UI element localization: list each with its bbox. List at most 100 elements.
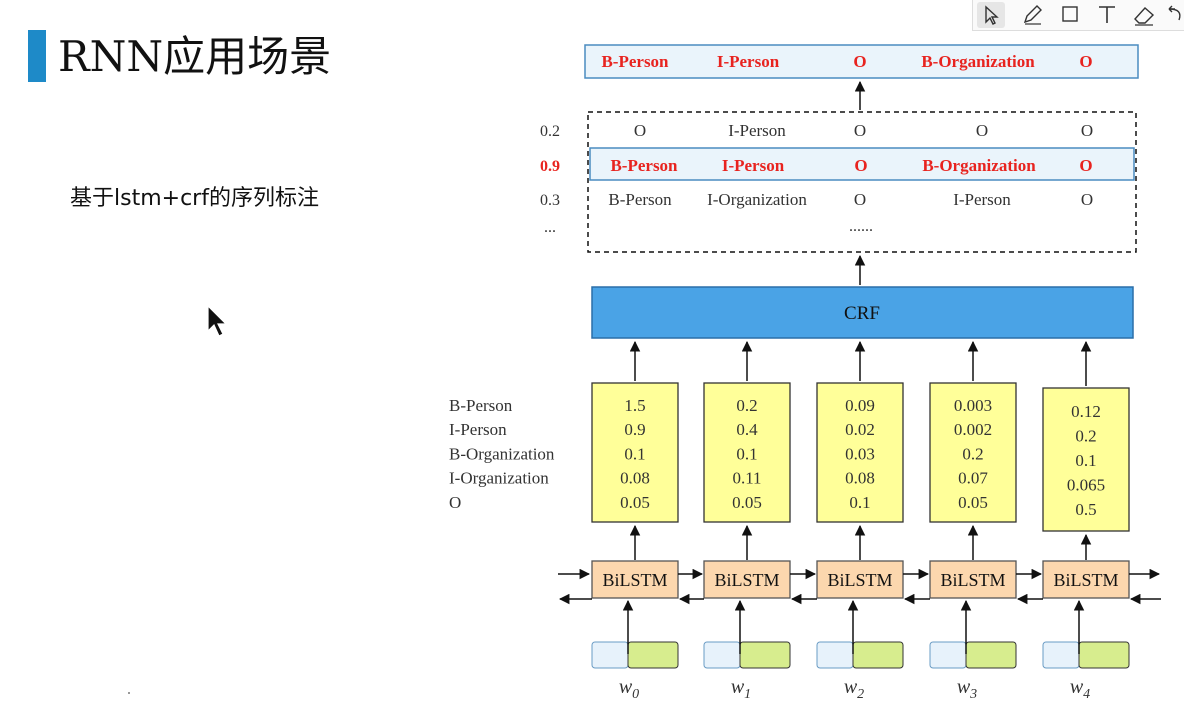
embedding-right [965,641,1017,669]
output-tag: O [1079,52,1092,71]
emission-score: 1.5 [624,396,645,415]
emission-score-box [591,382,679,523]
emission-score: 0.03 [845,444,875,463]
output-tag: O [853,52,866,71]
candidate-tag: B-Organization [922,156,1036,175]
select-icon[interactable] [985,5,999,25]
emission-score-box [816,382,904,523]
word-token: w1 [731,676,751,702]
candidate-score: 0.9 [540,158,560,175]
emission-score-box [1042,387,1130,532]
embedding-left [816,641,854,669]
emission-score: 0.1 [736,444,757,463]
bilstm-cell [816,560,904,599]
emission-score: 0.11 [732,469,761,488]
emission-score: 0.2 [736,396,757,415]
embedding-left [703,641,741,669]
bilstm-label: BiLSTM [940,570,1005,590]
bilstm-cell [929,560,1017,599]
output-tags-box [584,44,1139,79]
bilstm-cell [1042,560,1130,599]
emission-score: 0.4 [736,420,758,439]
output-tag: B-Person [601,52,669,71]
candidate-tag: O [1079,156,1092,175]
emission-score: 0.5 [1075,500,1096,519]
best-path-highlight [589,147,1135,181]
embedding-right [739,641,791,669]
bilstm-label: BiLSTM [714,570,779,590]
emission-score: 0.1 [1075,451,1096,470]
title-accent-bar [28,30,46,82]
word-token: w0 [619,676,639,702]
undo-icon[interactable] [1168,5,1181,21]
emission-score: 0.002 [954,420,992,439]
bilstm-cell [703,560,791,599]
emission-score: 0.1 [624,444,645,463]
crf-layer [591,286,1134,339]
candidate-paths-box [587,111,1137,253]
emission-score: 0.05 [620,493,650,512]
crf-label: CRF [844,303,880,324]
candidate-tag: O [634,121,646,140]
eraser-icon[interactable] [1134,7,1155,26]
candidate-tag: I-Organization [707,190,807,209]
emission-score: 0.05 [958,493,988,512]
stray-dot [128,692,130,694]
candidate-tag: O [976,121,988,140]
word-token: w2 [844,676,864,702]
emission-score: 0.08 [620,469,650,488]
bilstm-label: BiLSTM [1053,570,1118,590]
bilstm-label: BiLSTM [827,570,892,590]
emission-score: 0.08 [845,469,875,488]
label-name: I-Person [449,420,507,439]
slide-subtitle: 基于lstm+crf的序列标注 [70,186,319,211]
candidate-tag: O [854,121,866,140]
output-tag: B-Organization [921,52,1035,71]
label-name: B-Person [449,396,513,415]
embedding-right [627,641,679,669]
emission-score: 0.003 [954,396,992,415]
slide-title: RNN应用场景 [58,32,332,81]
candidate-ellipsis-left: ... [544,219,556,236]
emission-score: 0.05 [732,493,762,512]
candidate-tag: B-Person [608,190,672,209]
label-name: I-Organization [449,469,549,488]
candidate-tag: I-Person [953,190,1011,209]
emission-score: 0.9 [624,420,645,439]
label-name: O [449,493,461,512]
embedding-left [1042,641,1080,669]
bilstm-label: BiLSTM [602,570,667,590]
candidate-tag: O [1081,121,1093,140]
text-icon[interactable] [1099,6,1115,23]
annotation-toolbar [972,0,1184,31]
mouse-pointer-icon [207,305,228,337]
emission-score-box [703,382,791,523]
emission-score: 0.2 [1075,427,1096,446]
emission-score: 0.065 [1067,476,1105,495]
label-name: B-Organization [449,444,555,463]
candidate-score: 0.3 [540,192,560,209]
emission-score: 0.09 [845,396,875,415]
candidate-ellipsis-mid: ...... [849,218,873,235]
candidate-tag: O [854,190,866,209]
embedding-left [929,641,967,669]
emission-score-box [929,382,1017,523]
bilstm-cell [591,560,679,599]
candidate-tag: O [1081,190,1093,209]
candidate-tag: O [854,156,867,175]
output-tag: I-Person [717,52,780,71]
candidate-tag: I-Person [722,156,785,175]
emission-score: 0.2 [962,444,983,463]
emission-score: 0.1 [849,493,870,512]
candidate-score: 0.2 [540,123,560,140]
embedding-right [1078,641,1130,669]
embedding-right [852,641,904,669]
embedding-left [591,641,629,669]
rectangle-icon[interactable] [1062,6,1078,22]
emission-score: 0.07 [958,469,988,488]
pen-icon[interactable] [1023,5,1042,25]
candidate-tag: B-Person [610,156,678,175]
word-token: w4 [1070,676,1090,702]
